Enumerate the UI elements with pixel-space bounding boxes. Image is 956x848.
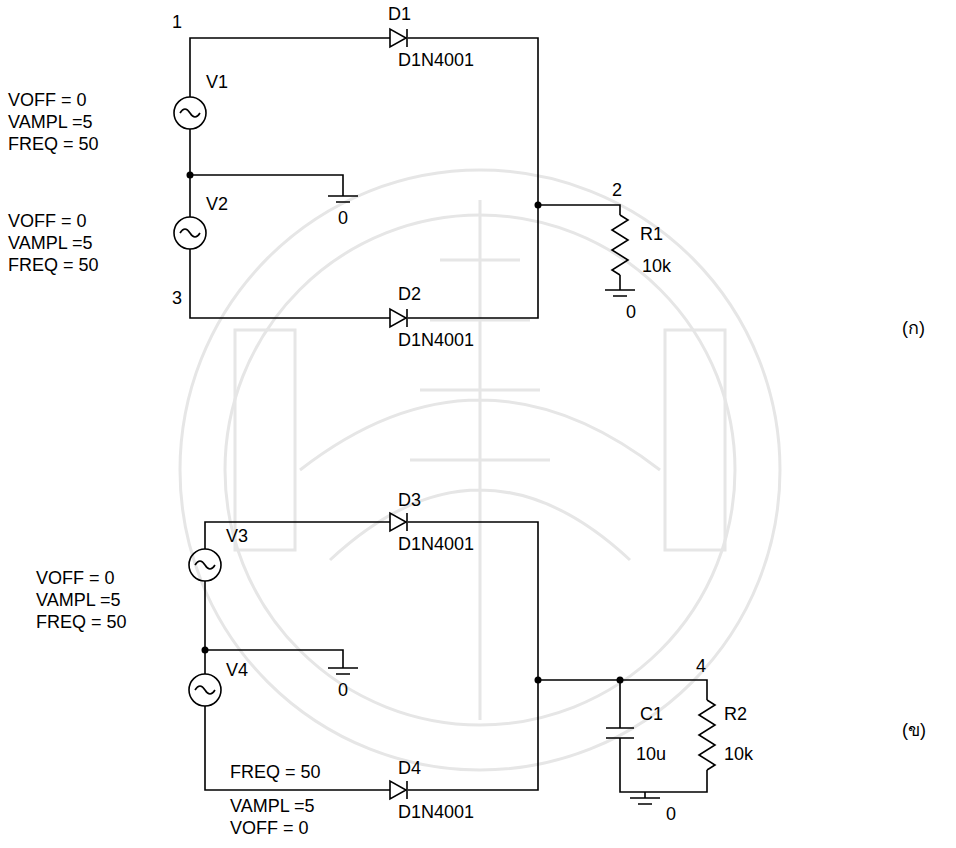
node-number: 4: [696, 656, 706, 676]
part-name: V3: [226, 526, 248, 546]
part-value: D1N4001: [398, 50, 474, 70]
part-name: C1: [640, 704, 663, 724]
figure-label: (ก): [902, 318, 925, 338]
part-name: V1: [206, 72, 228, 92]
source-parameter: VOFF = 0: [8, 90, 87, 110]
ac-source-symbol: [189, 549, 221, 581]
capacitor-symbol: [606, 728, 634, 738]
source-parameter: VOFF = 0: [8, 211, 87, 231]
part-value: D1N4001: [398, 534, 474, 554]
part-name: R2: [724, 704, 747, 724]
node-number: 1: [172, 12, 182, 32]
wire: [190, 38, 620, 318]
source-parameter: FREQ = 50: [8, 255, 99, 275]
ground-symbol: [630, 798, 660, 804]
ac-source-symbol: [174, 217, 206, 249]
source-parameter: VAMPL =5: [8, 112, 93, 132]
ground-number: 0: [666, 804, 676, 824]
part-value: 10k: [724, 744, 753, 764]
node-number: 2: [612, 180, 622, 200]
ground-symbol: [328, 196, 358, 202]
part-name: V2: [206, 194, 228, 214]
figure-label: (ข): [902, 720, 926, 740]
source-parameter: VOFF = 0: [36, 568, 115, 588]
ground-number: 0: [338, 208, 348, 228]
wire: [205, 522, 707, 798]
diode-symbol: [390, 29, 407, 47]
node-number: 3: [172, 288, 182, 308]
source-parameter: VAMPL =5: [8, 233, 93, 253]
part-name: D2: [398, 284, 421, 304]
ground-number: 0: [338, 680, 348, 700]
source-parameter: VAMPL =5: [36, 590, 121, 610]
source-parameter: FREQ = 50: [230, 762, 321, 782]
part-value: D1N4001: [398, 330, 474, 350]
ground-symbol: [328, 668, 358, 674]
diode-symbol: [390, 781, 407, 799]
part-name: D4: [398, 758, 421, 778]
junction-dot: [187, 172, 624, 684]
part-name: D3: [398, 490, 421, 510]
ground-symbol: [605, 290, 635, 296]
part-name: R1: [640, 224, 663, 244]
source-parameter: FREQ = 50: [36, 612, 127, 632]
part-value: 10k: [642, 256, 671, 276]
ac-source-symbol: [174, 97, 206, 129]
part-name: D1: [388, 4, 411, 24]
resistor-symbol: [699, 700, 715, 770]
part-value: 10u: [636, 744, 666, 764]
resistor-symbol: [612, 215, 628, 275]
source-parameter: FREQ = 50: [8, 134, 99, 154]
part-value: D1N4001: [398, 802, 474, 822]
ac-source-symbol: [189, 674, 221, 706]
part-name: V4: [226, 660, 248, 680]
source-parameter: VAMPL =5: [230, 796, 315, 816]
ground-number: 0: [626, 302, 636, 322]
source-parameter: VOFF = 0: [230, 818, 309, 838]
diode-symbol: [390, 513, 407, 531]
diode-symbol: [390, 309, 407, 327]
